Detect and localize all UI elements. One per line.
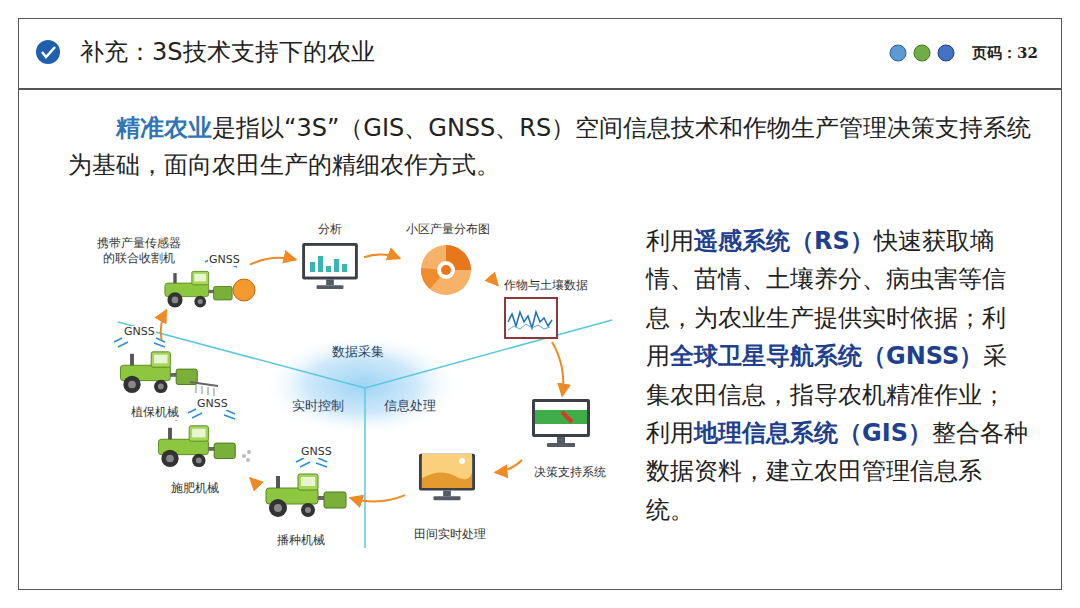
body-text: 利用 <box>646 227 694 255</box>
node-label: 决策支持系统 <box>532 465 608 480</box>
center-label: 信息处理 <box>384 398 436 414</box>
intro-text: 是指以“3S”（GIS、GNSS、RS）空间信息技术和作物生产管理决策支持系统为… <box>68 114 1031 179</box>
node-label: 植保机械 <box>129 405 181 420</box>
node-label: 小区产量分布图 <box>404 222 492 237</box>
gnss-tag: GNSS <box>196 398 229 410</box>
header-rule <box>18 88 1062 90</box>
key-term: 全球卫星导航系统（GNSS） <box>670 342 983 370</box>
machine-node: 田间实时处理 <box>405 444 495 542</box>
node-label: 施肥机械 <box>169 481 221 496</box>
node-label: 播种机械 <box>275 533 327 548</box>
flow-arrow <box>250 477 252 480</box>
machine-node: 分析 <box>296 222 364 290</box>
page-number: 页码：32 <box>972 44 1038 62</box>
node-label: 田间实时处理 <box>412 527 488 542</box>
flow-arrow <box>350 495 405 501</box>
flow-arrow <box>552 342 563 396</box>
gnss-tag: GNSS <box>300 446 333 458</box>
machine-node: 小区产量分布图 <box>400 222 496 298</box>
center-label: 实时控制 <box>292 398 344 414</box>
node-label: 分析 <box>316 222 344 237</box>
gnss-tag: GNSS <box>208 254 241 266</box>
machine-node: 植保机械 <box>100 340 210 420</box>
flow-arrow <box>496 285 498 286</box>
description-paragraph: 利用遥感系统（RS）快速获取墒情、苗情、土壤养分、病虫害等信息，为农业生产提供实… <box>646 222 1028 529</box>
intro-paragraph: 精准农业是指以“3S”（GIS、GNSS、RS）空间信息技术和作物生产管理决策支… <box>68 110 1038 184</box>
flow-arrow <box>250 258 296 265</box>
key-term: 地理信息系统（GIS） <box>694 419 932 447</box>
key-term: 遥感系统（RS） <box>694 227 874 255</box>
slide-title: 补充：3S技术支持下的农业 <box>80 36 375 68</box>
node-label: 作物与土壤数据 <box>502 278 590 293</box>
flow-arrow <box>495 460 522 472</box>
node-label: 携带产量传感器的联合收割机 <box>95 236 183 266</box>
flow-arrow <box>364 255 400 259</box>
gnss-tag: GNSS <box>123 326 156 338</box>
key-term: 精准农业 <box>116 114 212 142</box>
machine-node: 携带产量传感器的联合收割机 <box>95 236 250 310</box>
center-label: 数据采集 <box>332 344 384 360</box>
flow-arrow <box>161 310 167 340</box>
machine-node: 施肥机械 <box>140 412 250 496</box>
machine-node: 作物与土壤数据 <box>498 278 594 342</box>
machine-node: 播种机械 <box>252 452 350 548</box>
machine-node: 决策支持系统 <box>522 396 618 480</box>
